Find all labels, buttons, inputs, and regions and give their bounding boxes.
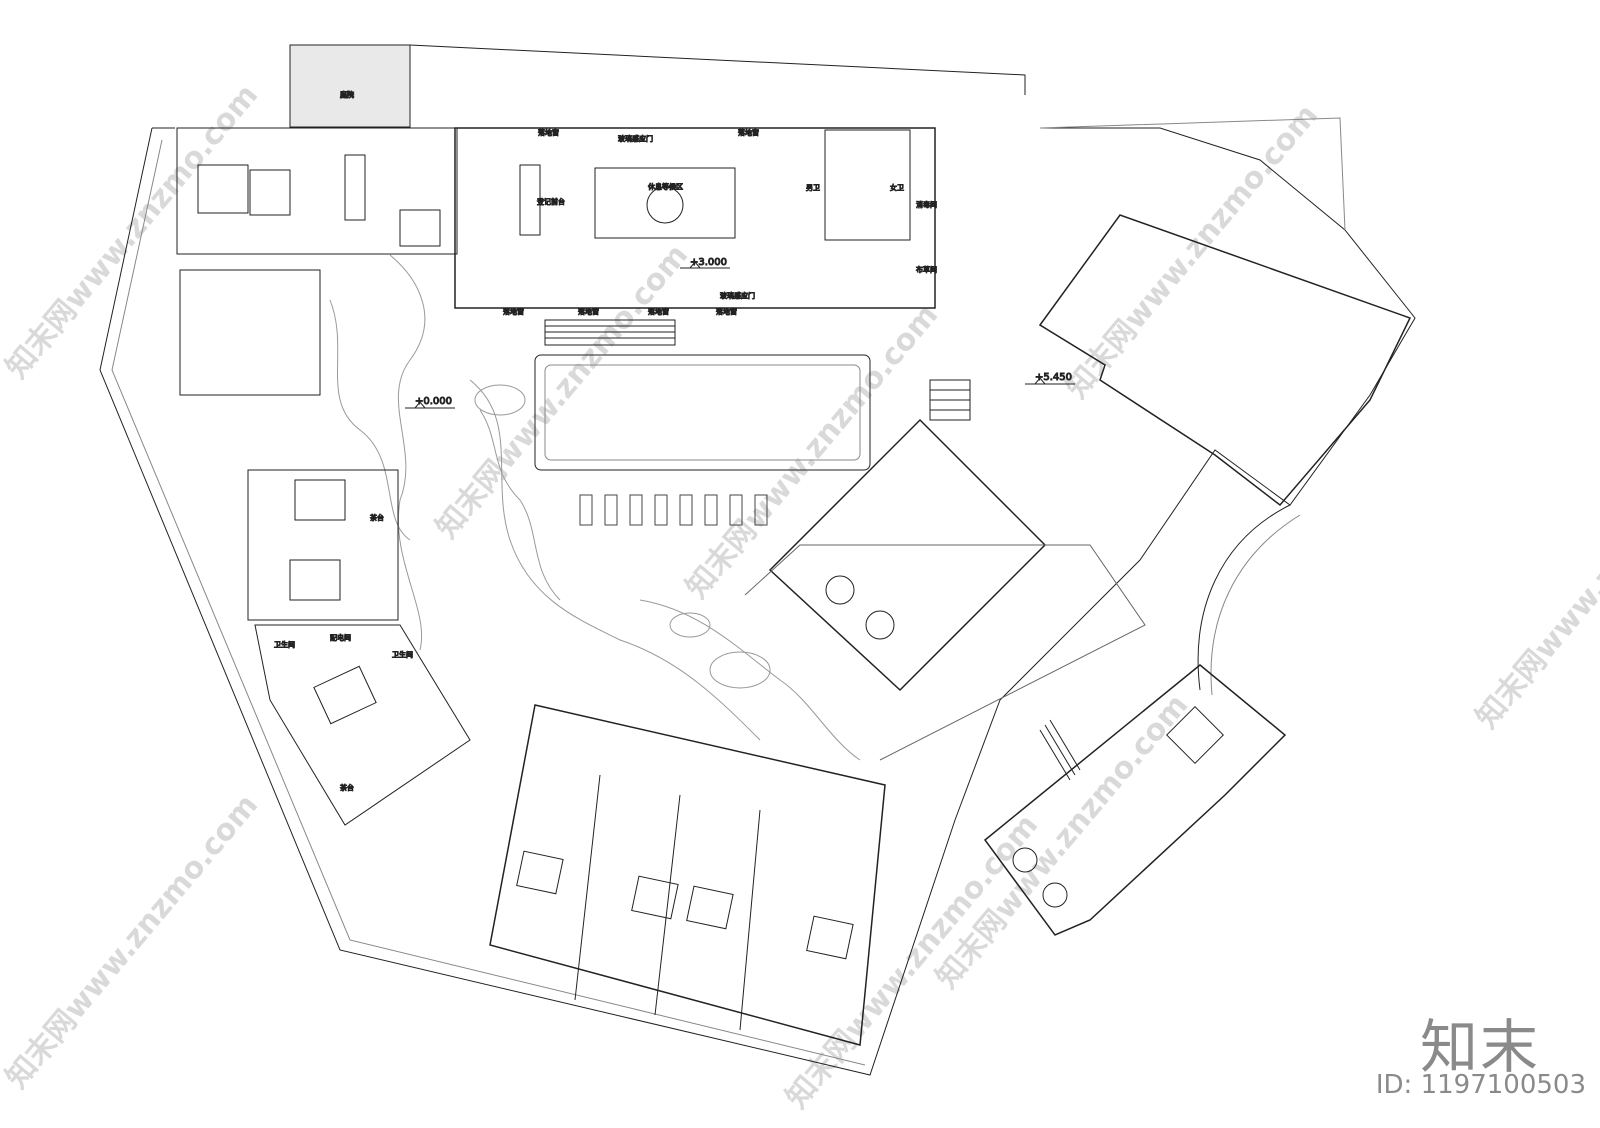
garden-label: 庭院: [340, 90, 354, 99]
room-partition: [574, 774, 761, 1031]
stair-icon: [399, 209, 441, 247]
lobby-waiting-label: 休息等候区: [648, 182, 683, 191]
lobby-building: [454, 127, 936, 309]
main-stairs: [544, 319, 676, 346]
floor-window-label: 落地窗: [578, 307, 599, 316]
watermark: 知末网www.znzmo.com: [0, 788, 265, 1095]
suite-left-middle: [247, 469, 399, 621]
bed-icon: [631, 875, 679, 920]
bathroom-label: 卫生间: [392, 650, 413, 659]
coffee-table-icon: [646, 186, 684, 224]
level-mark: +0.000: [415, 396, 452, 407]
level-mark: +5.450: [1035, 372, 1072, 383]
watermark: 知末网www.znzmo.com: [0, 78, 265, 385]
suite-left-lower: [254, 624, 471, 826]
bed-icon: [806, 915, 854, 960]
site-boundary: [99, 44, 1416, 1076]
pool-loungers: [579, 494, 768, 526]
bed-icon: [516, 850, 564, 895]
sliding-door-label: 玻璃感应门: [618, 134, 653, 143]
lounge-table-icon: [1166, 706, 1224, 764]
curved-wall: [1210, 514, 1301, 696]
site-boundary-inner: [111, 117, 1346, 1066]
sliding-door-label: 玻璃感应门: [720, 291, 755, 300]
pool-inner-edge: [544, 364, 861, 461]
floor-window-label: 落地窗: [503, 307, 524, 316]
power-room-label: 配电间: [330, 633, 351, 642]
watermark: 知末网www.znzmo.com: [1469, 428, 1600, 735]
watermark: 知末网www.znzmo.com: [679, 298, 945, 605]
male-wc-label: 男卫: [806, 184, 820, 192]
watermark: 知末网www.znzmo.com: [779, 808, 1045, 1115]
tea-table-label: 茶台: [340, 783, 354, 792]
watermark: 知末网www.znzmo.com: [1059, 98, 1325, 405]
image-id: ID: 1197100503: [1375, 1070, 1586, 1100]
bed-icon: [197, 164, 249, 214]
dining-table-icon: [1042, 882, 1068, 908]
dining-table-icon: [1012, 847, 1038, 873]
female-wc-label: 女卫: [890, 183, 904, 192]
watermark: 知末网www.znzmo.com: [929, 688, 1195, 995]
side-terrace: [179, 269, 321, 396]
level-arrow-icon: [680, 261, 730, 269]
bathroom-label: 卫生间: [274, 640, 295, 649]
brand-logo: 知末: [1419, 1013, 1540, 1081]
floor-window-label: 落地窗: [738, 128, 759, 137]
bar-stairs: [1039, 719, 1081, 781]
pavilion-deck: [744, 544, 1146, 761]
guest-room-block: [489, 704, 886, 1046]
side-stairs: [929, 379, 971, 421]
rockery-landscape: [329, 254, 861, 761]
floor-window-label: 落地窗: [716, 307, 737, 316]
dining-table-icon: [865, 610, 895, 640]
bed-icon: [686, 885, 734, 930]
dining-table-icon: [825, 575, 855, 605]
tea-table-label: 茶台: [370, 513, 384, 522]
swimming-pool: [534, 354, 871, 471]
top-garden: [289, 44, 411, 128]
floor-window-label: 落地窗: [648, 307, 669, 316]
level-mark: +3.000: [690, 257, 727, 268]
dining-table-icon: [344, 154, 366, 221]
waiting-area-sofa: [594, 167, 736, 239]
watermark-group: 知末网www.znzmo.com 知末网www.znzmo.com 知末网www…: [0, 78, 1600, 1115]
reception-desk: [519, 164, 541, 236]
linen-room-label: 布草间: [916, 265, 937, 274]
tea-area-icon: [289, 559, 341, 601]
restroom-block: [824, 129, 911, 241]
bed-icon: [294, 479, 346, 521]
bed-icon: [313, 665, 377, 725]
disinfection-label: 消毒间: [916, 200, 937, 209]
curved-wall: [1197, 504, 1291, 691]
level-arrow-icon: [1025, 377, 1075, 385]
level-arrow-icon: [405, 401, 455, 409]
bar-lounge: [983, 664, 1287, 936]
sofa-icon: [249, 169, 291, 216]
floor-window-label: 落地窗: [538, 128, 559, 137]
suite-top-left: [176, 127, 458, 255]
roof-block: [1038, 214, 1412, 507]
reception-label: 登记前台: [537, 197, 565, 206]
